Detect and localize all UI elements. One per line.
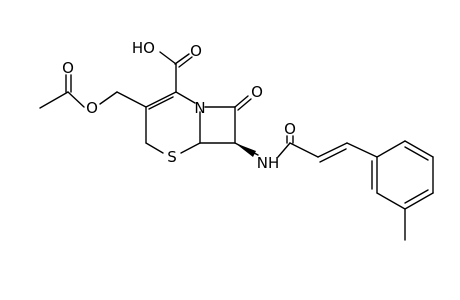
bond-c8-o-double-b: [237, 98, 252, 111]
bond-ring-5: [404, 140, 434, 158]
atom-ester-carbonyl-o: O: [62, 59, 74, 77]
bond-ch2-oester: [99, 91, 118, 105]
bond-calpha-cbeta-a: [317, 142, 348, 158]
bond-cester-ch3: [39, 91, 69, 109]
atom-ring-n: N: [194, 99, 205, 117]
bond-c3-ch2: [116, 91, 147, 108]
bond-calpha-cbeta-b: [319, 148, 347, 163]
atom-amide-nh: NH: [257, 154, 280, 172]
bond-cacid-o-double-b: [178, 56, 193, 68]
atom-amide-o: O: [284, 120, 296, 138]
atom-carbonyl-o-acid: O: [190, 42, 202, 60]
bonds: [39, 51, 434, 241]
bond-ring-6: [376, 140, 406, 158]
bond-ring-3-inner: [404, 189, 429, 204]
bond-cacid-o-double-a: [174, 53, 190, 65]
atom-hydroxyl-o: HO: [132, 39, 155, 57]
bond-c2-c3-double-b: [148, 96, 174, 110]
bond-ring-3: [404, 192, 434, 210]
bond-c8-o-double-a: [234, 95, 249, 108]
bond-camide-calpha: [289, 142, 319, 158]
atom-ring-s: S: [167, 148, 177, 166]
bond-oester-cester: [67, 91, 85, 108]
wedge-c7-nh: [235, 143, 256, 157]
bond-c2-c3-double-a: [145, 91, 177, 108]
atom-lactam-o: O: [251, 83, 263, 101]
bond-cacid-oh: [159, 51, 177, 65]
bond-ring-2: [376, 192, 406, 210]
bond-c4-s: [145, 142, 164, 154]
atom-ester-o: O: [86, 99, 98, 117]
bond-s-c6: [180, 142, 201, 154]
bond-ring-5-inner: [404, 146, 429, 161]
bond-c2-n: [175, 91, 196, 104]
bond-cbeta-cipso: [346, 142, 378, 158]
bond-nh-camide: [277, 142, 291, 158]
atom-labels: HO O O O N O S NH O: [62, 39, 296, 172]
